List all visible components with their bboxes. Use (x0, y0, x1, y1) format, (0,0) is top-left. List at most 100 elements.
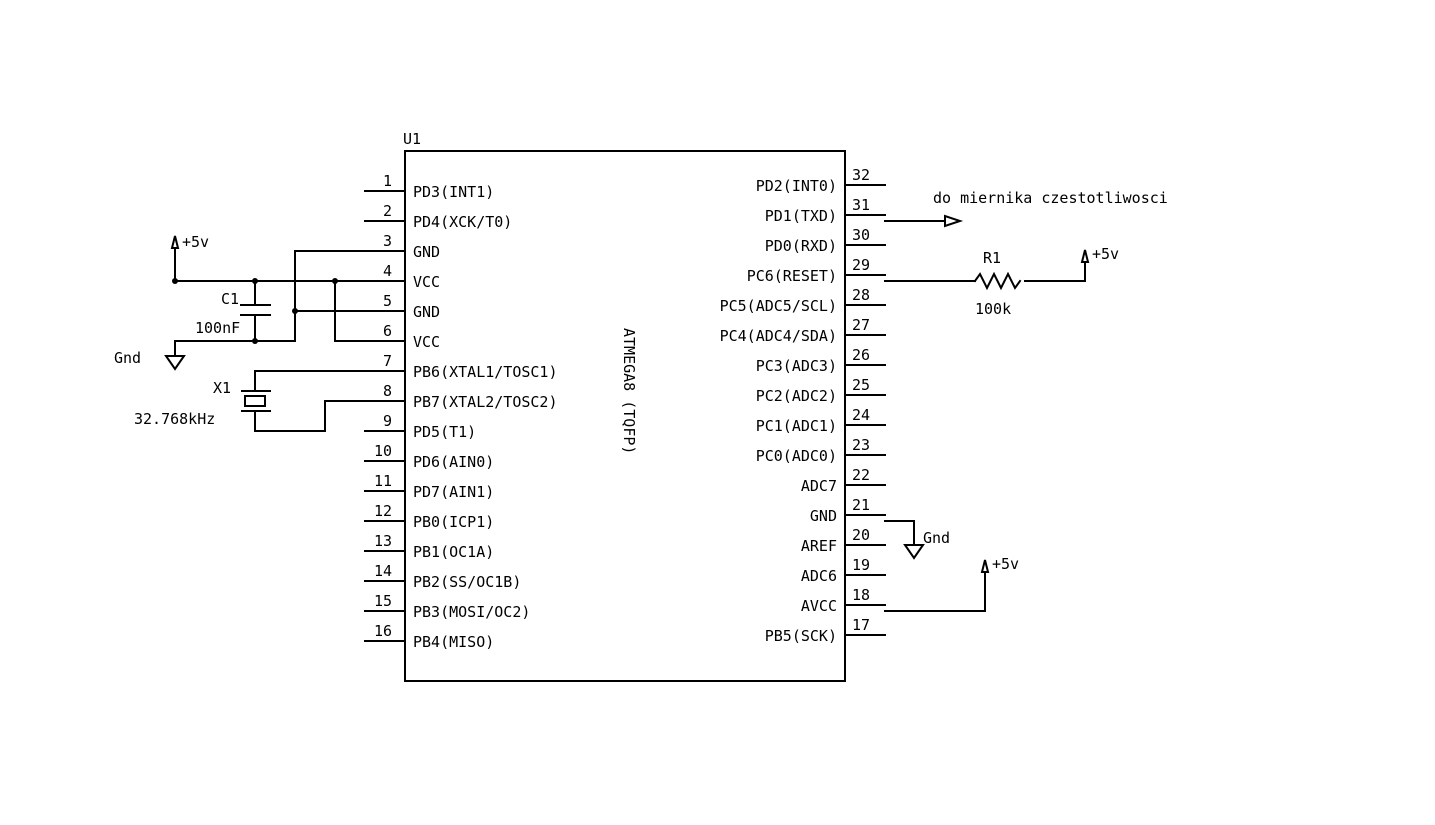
pin-name: PB3(MOSI/OC2) (413, 603, 530, 621)
pin-number: 1 (383, 172, 392, 190)
x1-ref: X1 (213, 379, 231, 397)
output-label: do miernika czestotliwosci (933, 189, 1168, 207)
pin-number: 11 (374, 472, 392, 490)
pin-name: ADC7 (801, 477, 837, 495)
pin-name: PD6(AIN0) (413, 453, 494, 471)
output-net (884, 214, 964, 228)
ground-icon (164, 355, 186, 371)
c1-value: 100nF (195, 319, 240, 337)
pin-number: 15 (374, 592, 392, 610)
pin-name: PC6(RESET) (747, 267, 837, 285)
pin-number: 32 (852, 166, 870, 184)
pin-name: PC0(ADC0) (756, 447, 837, 465)
power-label-reset: +5v (1092, 245, 1119, 263)
pin-name: PD4(XCK/T0) (413, 213, 512, 231)
pin-name: AREF (801, 537, 837, 555)
gnd-net-left (164, 250, 366, 371)
pin-number: 22 (852, 466, 870, 484)
pin-number: 4 (383, 262, 392, 280)
pin-number: 23 (852, 436, 870, 454)
power-label-avcc: +5v (992, 555, 1019, 573)
pin-number: 25 (852, 376, 870, 394)
pin-name: PB2(SS/OC1B) (413, 573, 521, 591)
pin-number: 6 (383, 322, 392, 340)
pin-name: PC1(ADC1) (756, 417, 837, 435)
pin-name: PC5(ADC5/SCL) (720, 297, 837, 315)
output-arrow-icon (944, 214, 964, 228)
pin-name: PB1(OC1A) (413, 543, 494, 561)
ic-part-label: ATMEGA8 (TQFP) (620, 328, 638, 454)
ground-label-left: Gnd (114, 349, 141, 367)
power-arrow-icon (980, 559, 990, 573)
pin-name: PD3(INT1) (413, 183, 494, 201)
pin-name: PD5(T1) (413, 423, 476, 441)
pin-number: 2 (383, 202, 392, 220)
power-label-left: +5v (182, 233, 209, 251)
pin-number: 13 (374, 532, 392, 550)
pin-name: GND (413, 303, 440, 321)
pin-number: 9 (383, 412, 392, 430)
crystal-x1 (241, 370, 366, 432)
left-pin-group: 1PD3(INT1)2PD4(XCK/T0)3GND4VCC5GND6VCC7P… (364, 172, 558, 651)
pin-name: PB6(XTAL1/TOSC1) (413, 363, 558, 381)
pin-name: PD2(INT0) (756, 177, 837, 195)
pin-name: PC4(ADC4/SDA) (720, 327, 837, 345)
pin-name: PC3(ADC3) (756, 357, 837, 375)
x1-value: 32.768kHz (134, 410, 215, 428)
pin-number: 21 (852, 496, 870, 514)
pin-number: 5 (383, 292, 392, 310)
pin-number: 29 (852, 256, 870, 274)
ground-label-right: Gnd (923, 529, 950, 547)
pin-number: 10 (374, 442, 392, 460)
pin-number: 28 (852, 286, 870, 304)
ic-ref: U1 (403, 130, 421, 148)
pin-number: 18 (852, 586, 870, 604)
resistor-r1 (884, 249, 1090, 291)
power-arrow-icon (1080, 249, 1090, 263)
pin-name: PD1(TXD) (765, 207, 837, 225)
pin-number: 24 (852, 406, 870, 424)
pin-name: GND (810, 507, 837, 525)
pin-name: PD0(RXD) (765, 237, 837, 255)
pin-number: 8 (383, 382, 392, 400)
pin-name: PB4(MISO) (413, 633, 494, 651)
pin-number: 7 (383, 352, 392, 370)
ic-body (404, 150, 846, 682)
pin-number: 30 (852, 226, 870, 244)
pin-name: PB0(ICP1) (413, 513, 494, 531)
pin-number: 31 (852, 196, 870, 214)
r1-ref: R1 (983, 249, 1001, 267)
pin-name: VCC (413, 273, 440, 291)
pin-name: PB7(XTAL2/TOSC2) (413, 393, 558, 411)
pin-number: 19 (852, 556, 870, 574)
pin-number: 16 (374, 622, 392, 640)
right-pin-group: 32PD2(INT0)31PD1(TXD)30PD0(RXD)29PC6(RES… (720, 166, 886, 645)
vcc-net-left (170, 235, 366, 342)
pin-name: AVCC (801, 597, 837, 615)
